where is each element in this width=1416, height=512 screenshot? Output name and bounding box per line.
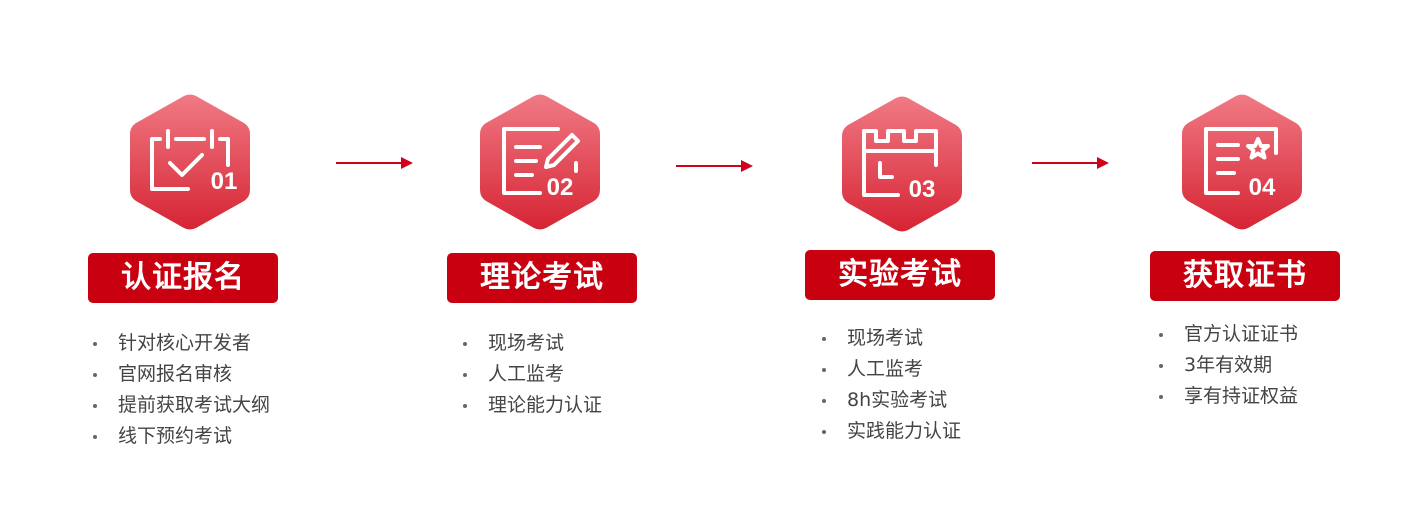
list-item: 8h实验考试 bbox=[819, 385, 961, 416]
flow-arrow-3 bbox=[1032, 157, 1109, 169]
step-bullet-list: 现场考试 人工监考 理论能力认证 bbox=[460, 328, 602, 421]
flow-arrow-2 bbox=[676, 160, 753, 172]
list-item: 线下预约考试 bbox=[90, 421, 270, 452]
step-number: 03 bbox=[909, 176, 936, 203]
list-item: 现场考试 bbox=[460, 328, 602, 359]
list-item: 3年有效期 bbox=[1156, 350, 1298, 381]
list-item: 提前获取考试大纲 bbox=[90, 390, 270, 421]
flow-arrow-1 bbox=[336, 157, 413, 169]
certificate-star-icon: 04 bbox=[1180, 93, 1304, 231]
step-bullet-list: 针对核心开发者 官网报名审核 提前获取考试大纲 线下预约考试 bbox=[90, 328, 270, 452]
step-bullet-list: 现场考试 人工监考 8h实验考试 实践能力认证 bbox=[819, 323, 961, 447]
list-item: 人工监考 bbox=[460, 359, 602, 390]
list-item: 官方认证证书 bbox=[1156, 319, 1298, 350]
list-item: 享有持证权益 bbox=[1156, 381, 1298, 412]
step-bullet-list: 官方认证证书 3年有效期 享有持证权益 bbox=[1156, 319, 1298, 412]
document-edit-icon: 02 bbox=[478, 93, 602, 231]
list-item: 现场考试 bbox=[819, 323, 961, 354]
calendar-check-icon: 01 bbox=[128, 93, 252, 231]
list-item: 官网报名审核 bbox=[90, 359, 270, 390]
step-title: 实验考试 bbox=[805, 250, 995, 300]
step-title: 理论考试 bbox=[447, 253, 637, 303]
list-item: 实践能力认证 bbox=[819, 416, 961, 447]
lab-building-icon: 03 bbox=[840, 95, 964, 233]
step-title: 认证报名 bbox=[88, 253, 278, 303]
step-number: 01 bbox=[211, 168, 238, 195]
step-number: 04 bbox=[1249, 174, 1276, 201]
list-item: 针对核心开发者 bbox=[90, 328, 270, 359]
list-item: 理论能力认证 bbox=[460, 390, 602, 421]
list-item: 人工监考 bbox=[819, 354, 961, 385]
step-number: 02 bbox=[547, 174, 574, 201]
step-title: 获取证书 bbox=[1150, 251, 1340, 301]
